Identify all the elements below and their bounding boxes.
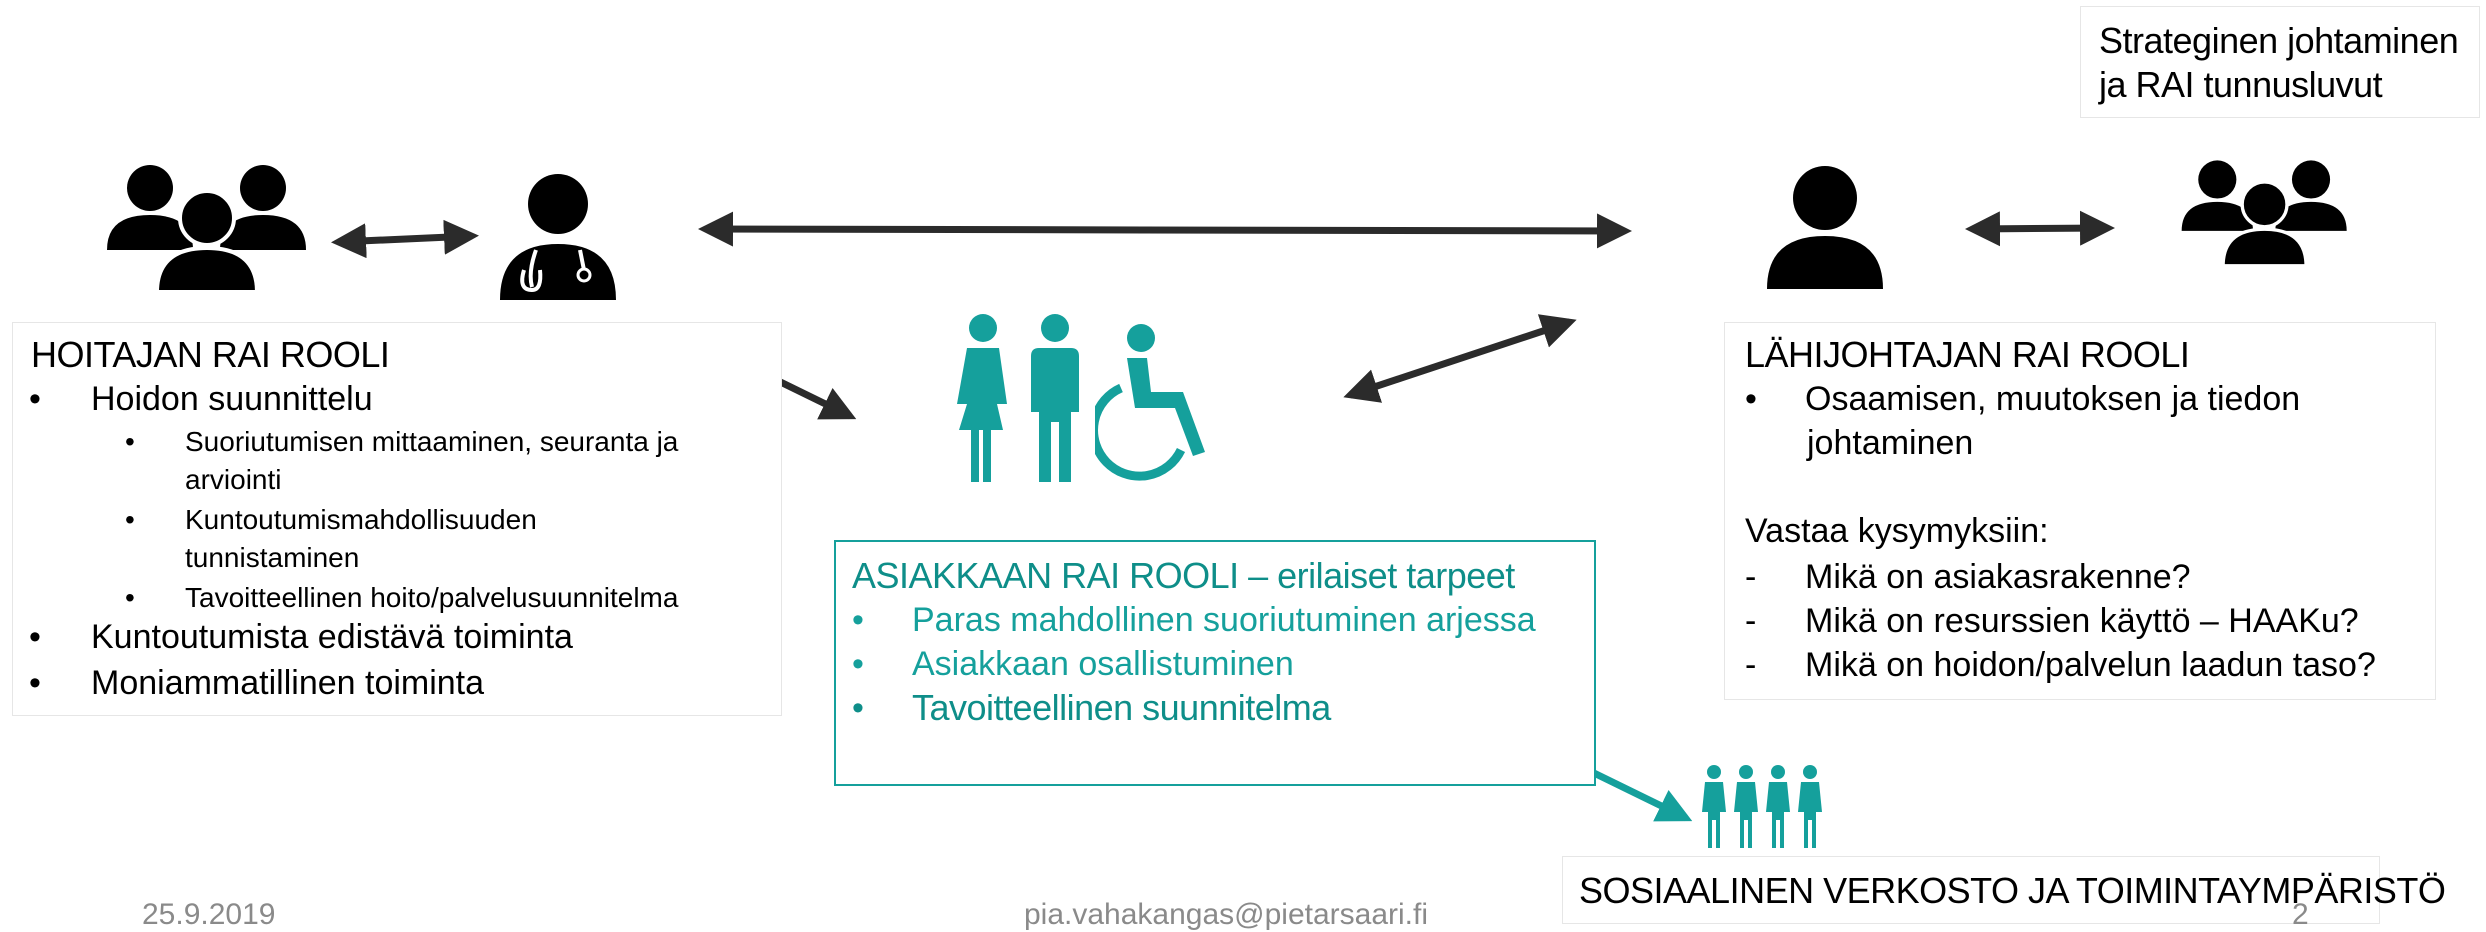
network-label: SOSIAALINEN VERKOSTO JA TOIMINTAYMPÄRIST… [1579, 870, 2446, 911]
person-icon [1767, 166, 1883, 289]
arrow-group-doctor [331, 219, 479, 259]
strategic-box: Strateginen johtaminen ja RAI tunnusluvu… [2080, 6, 2480, 118]
dash: - [1745, 602, 1757, 640]
nurse-role-title: HOITAJAN RAI ROOLI [31, 334, 390, 375]
strategic-line-1: Strateginen johtaminen [2099, 20, 2459, 61]
manager-item-line-1: Osaamisen, muutoksen ja tiedon [1805, 380, 2301, 418]
group-icon [107, 165, 306, 292]
family-icon [957, 314, 1079, 482]
client-item-3: Tavoitteellinen suunnitelma [912, 687, 1331, 728]
nurse-subitem-2a: Kuntoutumismahdollisuuden [185, 504, 537, 535]
footer-page: 2 [2292, 898, 2309, 931]
nurse-subitem-3: Tavoitteellinen hoito/palvelusuunnitelma [185, 582, 679, 613]
dash: - [1745, 558, 1757, 596]
bullet: • [29, 664, 41, 702]
arrow-manager-group [1965, 210, 2115, 247]
manager-question-2: Mikä on resurssien käyttö – HAAKu? [1805, 602, 2359, 640]
bullet: • [29, 618, 41, 656]
nurse-item-3: Moniammatillinen toiminta [91, 664, 485, 702]
manager-question-title: Vastaa kysymyksiin: [1745, 512, 2049, 550]
nurse-item-2: Kuntoutumista edistävä toiminta [91, 618, 573, 656]
group-icon [2181, 160, 2347, 266]
wheelchair-icon [1095, 324, 1205, 481]
manager-role-box: LÄHIJOHTAJAN RAI ROOLI • Osaamisen, muut… [1724, 322, 2436, 700]
manager-question-1: Mikä on asiakasrakenne? [1805, 558, 2191, 596]
arrow-client-manager [1343, 314, 1577, 403]
manager-role-title: LÄHIJOHTAJAN RAI ROOLI [1745, 334, 2190, 375]
client-role-title: ASIAKKAAN RAI ROOLI – erilaiset tarpeet [852, 555, 1515, 596]
manager-item-line-2: johtaminen [1807, 424, 1974, 462]
network-box: SOSIAALINEN VERKOSTO JA TOIMINTAYMPÄRIST… [1562, 856, 2446, 924]
nurse-subitem-1a: Suoriutumisen mittaaminen, seuranta ja [185, 426, 679, 457]
strategic-line-2: ja RAI tunnusluvut [2099, 64, 2383, 105]
nurse-subitem-2b: tunnistaminen [185, 542, 360, 573]
bullet: • [852, 601, 864, 639]
footer-email: pia.vahakangas@pietarsaari.fi [1024, 898, 1429, 931]
bullet: • [1745, 380, 1757, 418]
nurse-item-1: Hoidon suunnittelu [91, 380, 373, 418]
nurse-subitem-1b: arviointi [185, 464, 282, 495]
nurse-role-box: HOITAJAN RAI ROOLI • Hoidon suunnittelu … [12, 322, 782, 716]
bullet: • [852, 689, 864, 727]
bullet: • [29, 380, 41, 418]
arrow-doctor-manager [698, 211, 1632, 249]
client-item-1: Paras mahdollinen suoriutuminen arjessa [912, 601, 1536, 639]
bullet: • [125, 582, 135, 613]
network-people-icon [1702, 765, 1822, 848]
client-item-2: Asiakkaan osallistuminen [912, 645, 1294, 683]
dash: - [1745, 646, 1757, 684]
footer-date: 25.9.2019 [142, 898, 276, 931]
bullet: • [125, 426, 135, 457]
bullet: • [852, 645, 864, 683]
client-role-box: ASIAKKAAN RAI ROOLI – erilaiset tarpeet … [834, 540, 1596, 786]
doctor-icon [500, 174, 616, 300]
manager-question-3: Mikä on hoidon/palvelun laadun taso? [1805, 646, 2376, 684]
bullet: • [125, 504, 135, 535]
